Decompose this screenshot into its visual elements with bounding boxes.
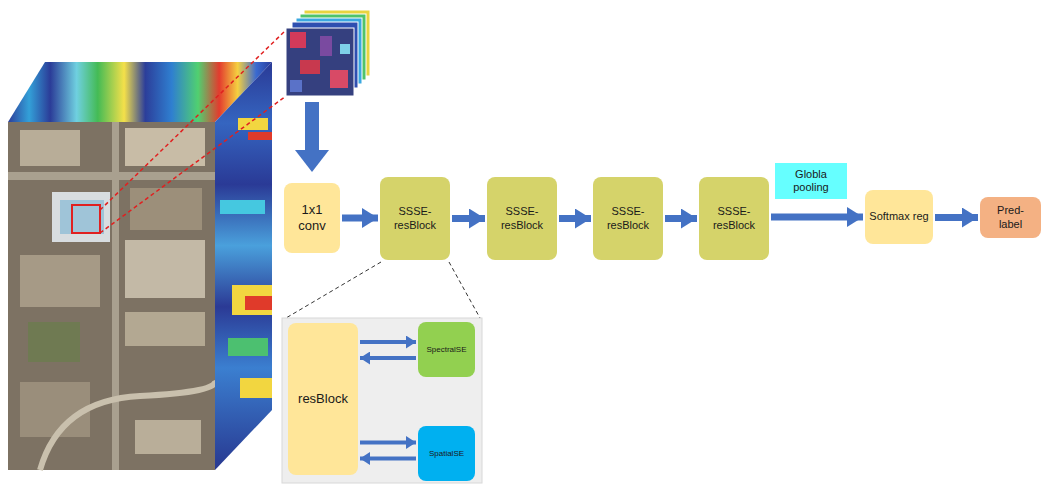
node-label: resBlock [298, 391, 348, 407]
spectral-band [220, 200, 265, 214]
spectral-band [248, 132, 272, 140]
building [125, 240, 205, 298]
flow-arrow [360, 340, 416, 344]
flow-arrow [360, 457, 416, 461]
building [130, 188, 202, 230]
node-label: Softmax reg [869, 210, 928, 223]
building [20, 255, 100, 307]
road [8, 172, 215, 180]
input-arrow [295, 150, 329, 172]
node-label: SSSE- resBlock [491, 205, 553, 231]
zoom-leader [449, 262, 480, 318]
building [125, 128, 205, 166]
node-label: SpatialSE [429, 449, 464, 459]
block-box: SSSE- resBlock [699, 177, 769, 260]
patch-marker [72, 205, 100, 233]
building-roof [60, 200, 104, 234]
block-box: SSSE- resBlock [380, 177, 450, 260]
road [112, 122, 119, 470]
spectral-band [245, 296, 272, 310]
patch-cell [340, 44, 350, 54]
conv-box: 1x1 conv [284, 183, 340, 253]
spectral-band [228, 338, 268, 356]
flow-arrow [771, 214, 863, 221]
patch-cell [290, 80, 302, 92]
hyperspectral-cube [8, 62, 272, 470]
zoom-line [100, 30, 286, 210]
building [125, 312, 205, 346]
spatial-se-box: SpatialSE [418, 426, 475, 481]
node-label: 1x1 conv [288, 202, 336, 233]
softmax-box: Softmax reg [865, 190, 933, 244]
patch-cell [330, 70, 348, 88]
flow-arrow [559, 215, 591, 222]
detail-panel [282, 318, 482, 483]
flow-arrow [360, 356, 416, 360]
aerial-image [8, 122, 215, 470]
road [40, 380, 215, 470]
building [20, 382, 90, 437]
flow-arrow [665, 215, 697, 222]
node-label: SSSE- resBlock [703, 205, 765, 231]
spectral-band [240, 378, 272, 398]
flow-arrow [452, 215, 485, 222]
patch-cell [320, 36, 332, 56]
spectral-side-face [215, 62, 272, 470]
input-arrow [305, 102, 319, 150]
building [135, 420, 201, 454]
building [20, 130, 80, 166]
node-label: SSSE- resBlock [597, 205, 659, 231]
block-box: SSSE- resBlock [487, 177, 557, 260]
pooling-box: Globla pooling [775, 163, 847, 199]
flow-arrow [342, 215, 378, 222]
spectral-se-box: SpectralSE [418, 322, 475, 377]
patch-cell [300, 60, 320, 74]
building [52, 192, 110, 242]
flow-arrow [360, 441, 416, 445]
node-label: Pred- label [984, 204, 1037, 230]
output-box: Pred- label [980, 197, 1041, 238]
flow-arrow [935, 214, 978, 221]
block-box: SSSE- resBlock [593, 177, 663, 260]
zoom-line [100, 96, 286, 233]
zoom-leader [286, 262, 381, 318]
spectral-band [232, 285, 272, 315]
node-label: Globla pooling [779, 168, 843, 194]
vegetation [28, 322, 80, 362]
node-label: SpectralSE [426, 345, 466, 355]
resblock-box: resBlock [288, 323, 358, 475]
node-label: SSSE- resBlock [384, 205, 446, 231]
patch-layer [286, 28, 354, 96]
input-patch [286, 10, 370, 96]
illustration-part [220, 118, 272, 398]
patch-cell [290, 32, 306, 48]
